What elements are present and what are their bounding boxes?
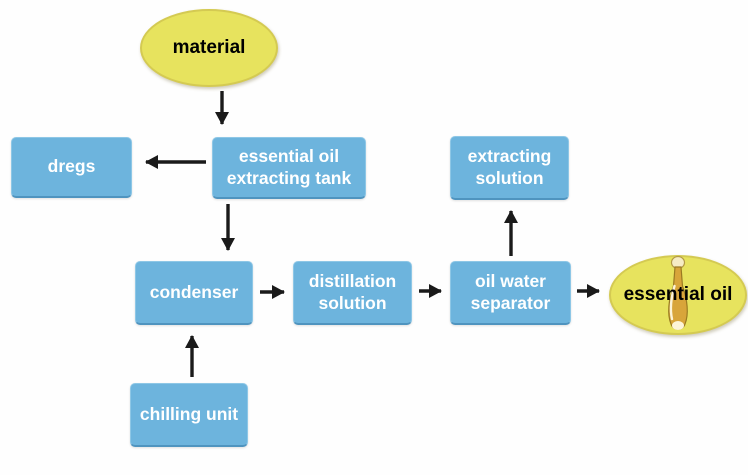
node-extracting-solution: extracting solution [450, 136, 569, 200]
node-dregs-label: dregs [47, 156, 96, 177]
node-condenser-label: condenser [149, 281, 239, 302]
node-essential-oil-extracting-tank: essential oil extracting tank [212, 137, 366, 199]
node-oil-water-separator: oil water separator [450, 261, 571, 325]
node-oil-water-separator-label: oil water separator [470, 271, 551, 313]
node-essential-oil: essential oil [609, 255, 747, 335]
node-material: material [140, 9, 278, 87]
node-chilling-unit: chilling unit [130, 383, 248, 447]
node-distillation-solution: distillation solution [293, 261, 412, 325]
oil-bottle-icon [663, 255, 693, 334]
node-essential-oil-label: essential oil [623, 284, 733, 305]
node-distillation-solution-label: distillation solution [308, 271, 397, 313]
node-extracting-solution-label: extracting solution [467, 146, 552, 188]
node-condenser: condenser [135, 261, 253, 325]
node-chilling-unit-label: chilling unit [139, 403, 239, 424]
node-material-label: material [172, 37, 246, 58]
node-dregs: dregs [11, 137, 132, 198]
node-essential-oil-extracting-tank-label: essential oil extracting tank [226, 146, 352, 188]
